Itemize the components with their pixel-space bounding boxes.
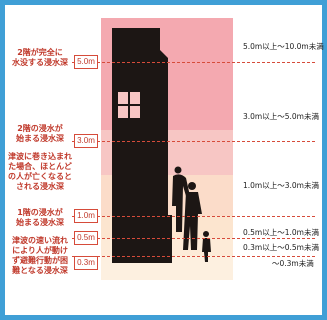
house-icon <box>112 28 172 263</box>
annotation-line: の人が亡くなると <box>8 172 72 181</box>
range-label-5m-10m: 5.0m以上～10.0m未満 <box>243 42 324 51</box>
annotation-fatal-depth: 津波に巻き込まれ た場合、ほとんど の人が亡くなると される浸水深 <box>6 152 74 192</box>
annotation-line: により人が動け <box>12 246 68 255</box>
annotation-evacuation-difficult: 津波の速い流れ により人が動け ず避難行動が困 難となる浸水深 <box>8 236 72 276</box>
depth-line-1m <box>72 216 315 217</box>
annotation-line: 2階が完全に <box>17 48 63 57</box>
range-label-05m-1m: 0.5m以上～1.0m未満 <box>243 228 319 237</box>
family-silhouette-icon <box>172 166 211 262</box>
annotation-line: ず避難行動が困 <box>12 256 68 265</box>
annotation-line: 始まる浸水深 <box>16 218 64 227</box>
range-label-under-03m: ～0.3m未満 <box>272 259 314 268</box>
range-label-3m-5m: 3.0m以上～5.0m未満 <box>243 112 319 121</box>
annotation-line: 津波に巻き込まれ <box>8 152 72 161</box>
annotation-line: される浸水深 <box>16 182 64 191</box>
annotation-line: 難となる浸水深 <box>12 266 68 275</box>
range-label-1m-3m: 1.0m以上～3.0m未満 <box>243 181 319 190</box>
window-icon <box>118 92 140 118</box>
annotation-line: 水没する浸水深 <box>12 58 68 67</box>
depth-marker-05m: 0.5m <box>74 231 98 245</box>
annotation-line: 津波の速い流れ <box>12 236 68 245</box>
range-label-03m-05m: 0.3m以上～0.5m未満 <box>243 243 319 252</box>
annotation-second-floor-flooding: 2階の浸水が 始まる浸水深 <box>8 124 72 144</box>
annotation-line: 2階の浸水が <box>17 124 63 133</box>
annotation-line: た場合、ほとんど <box>8 162 72 171</box>
depth-marker-5m: 5.0m <box>74 55 98 69</box>
depth-line-3m <box>72 141 315 142</box>
depth-marker-3m: 3.0m <box>74 134 98 148</box>
annotation-line: 始まる浸水深 <box>16 134 64 143</box>
annotation-second-floor-submerged: 2階が完全に 水没する浸水深 <box>8 48 72 68</box>
annotation-line: 1階の浸水が <box>17 208 63 217</box>
depth-line-03m <box>72 256 315 257</box>
depth-marker-03m: 0.3m <box>74 256 98 270</box>
depth-line-5m <box>72 62 315 63</box>
annotation-first-floor-flooding: 1階の浸水が 始まる浸水深 <box>8 208 72 228</box>
depth-marker-1m: 1.0m <box>74 209 98 223</box>
depth-line-05m <box>72 238 315 239</box>
